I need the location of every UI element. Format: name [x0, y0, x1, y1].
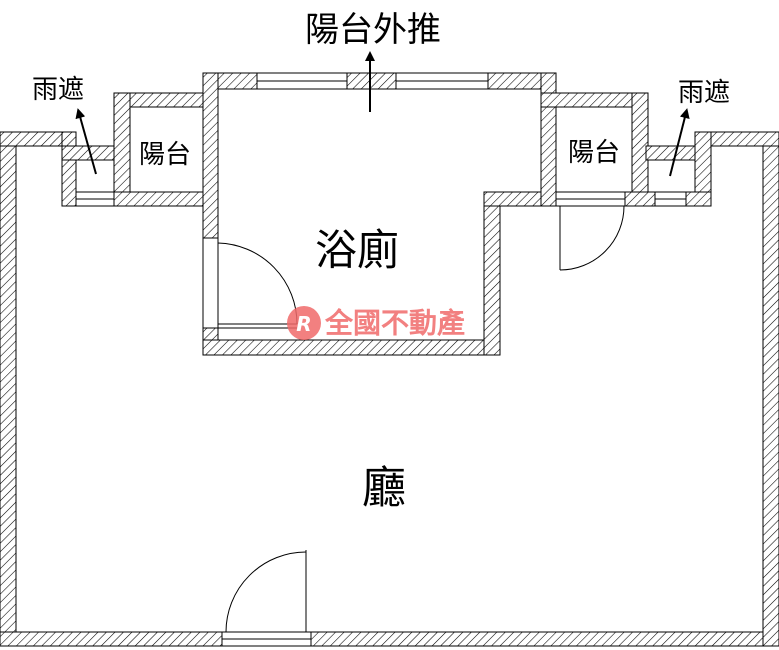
balcony-right-inner	[555, 106, 633, 193]
doors	[202, 205, 625, 647]
label-balcony-right: 陽台	[568, 138, 620, 168]
watermark: R 全國不動產	[287, 306, 465, 340]
entry-door-swing	[225, 551, 307, 633]
label-balcony-push-out: 陽台外推	[305, 10, 441, 50]
label-awning-right: 雨遮	[678, 78, 730, 108]
arrow-awning-right	[669, 108, 690, 177]
wall-awning-right-bottom	[685, 191, 712, 207]
awning-right-inner	[647, 159, 696, 193]
wall-balcony-left-bottom	[113, 191, 219, 207]
bath-door-frame	[202, 237, 219, 329]
label-living-room: 廳	[362, 463, 406, 514]
watermark-logo-letter: R	[296, 312, 311, 336]
arrow-awning-left	[75, 108, 97, 175]
awning-left-inner	[75, 159, 115, 193]
label-balcony-left: 陽台	[139, 140, 191, 170]
wall-bath-bottom	[202, 339, 501, 356]
bath-door-swing	[217, 242, 298, 325]
wall-right	[762, 131, 779, 647]
windows	[75, 72, 687, 207]
wall-bath-left-upper	[202, 72, 219, 239]
watermark-text: 全國不動產	[324, 307, 465, 340]
arrows	[75, 51, 690, 177]
walls	[0, 72, 779, 647]
wall-bottom	[0, 631, 779, 647]
label-bathroom: 浴廁	[315, 226, 399, 275]
balcony-left-inner	[129, 106, 204, 193]
watermark-logo	[287, 306, 321, 340]
wall-balcony-right-top	[540, 92, 648, 108]
wall-awning-left-outer	[61, 131, 77, 207]
wall-bath-right-lower	[483, 191, 501, 356]
label-awning-left: 雨遮	[32, 75, 84, 105]
balcony-door-swing	[559, 205, 625, 271]
wall-bath-top	[202, 72, 556, 90]
wall-left	[0, 131, 17, 647]
wall-balcony-right-bottom	[624, 191, 656, 207]
wall-balcony-left-side	[113, 92, 131, 207]
wall-top-left	[0, 131, 65, 147]
